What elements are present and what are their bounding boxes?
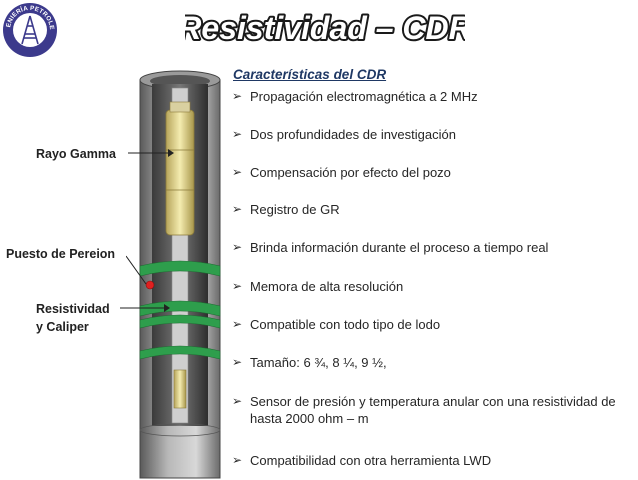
svg-text:Resistividad – CDR: Resistividad – CDR <box>185 10 465 46</box>
list-item: ➢Dos profundidades de investigación <box>232 127 456 142</box>
cdr-tool-illustration <box>139 70 221 479</box>
list-item: ➢Propagación electromagnética a 2 MHz <box>232 89 478 104</box>
arrow-bullet-icon: ➢ <box>232 453 243 467</box>
label-puesto-pereion: Puesto de Pereion <box>6 247 116 261</box>
list-item: ➢Compatible con todo tipo de lodo <box>232 317 441 332</box>
label-caliper: y Caliper <box>36 320 89 334</box>
page-title: Resistividad – CDR <box>185 8 465 46</box>
arrow-bullet-icon: ➢ <box>232 89 243 103</box>
arrow-bullet-icon: ➢ <box>232 317 243 331</box>
leader-puesto-pereion <box>126 255 147 285</box>
list-item: ➢Sensor de presión y temperatura anular … <box>232 394 616 426</box>
university-logo: INGENIERÍA PETROLERA <box>2 2 57 57</box>
list-item: ➢Compensación por efecto del pozo <box>232 165 451 180</box>
list-item: ➢Compatibilidad con otra herramienta LWD <box>232 453 492 468</box>
list-item: ➢Registro de GR <box>232 202 340 217</box>
list-item: ➢Brinda información durante el proceso a… <box>232 240 549 255</box>
leader-rayo-gamma <box>128 149 174 157</box>
label-resistividad: Resistividad <box>36 302 110 316</box>
arrow-bullet-icon: ➢ <box>232 240 243 254</box>
arrow-bullet-icon: ➢ <box>232 355 243 369</box>
arrow-bullet-icon: ➢ <box>232 165 243 179</box>
subtitle: Características del CDR <box>233 67 387 82</box>
arrow-bullet-icon: ➢ <box>232 202 243 216</box>
arrow-bullet-icon: ➢ <box>232 279 243 293</box>
label-rayo-gamma: Rayo Gamma <box>36 147 116 161</box>
arrow-bullet-icon: ➢ <box>232 127 243 141</box>
pressure-sensor-dot <box>145 280 155 290</box>
list-item: ➢Memora de alta resolución <box>232 279 404 294</box>
list-item: ➢Tamaño: 6 ¾, 8 ¼, 9 ½, <box>232 355 387 370</box>
antenna-rings <box>139 260 221 360</box>
arrow-bullet-icon: ➢ <box>232 394 243 408</box>
leader-resistividad <box>120 304 170 312</box>
